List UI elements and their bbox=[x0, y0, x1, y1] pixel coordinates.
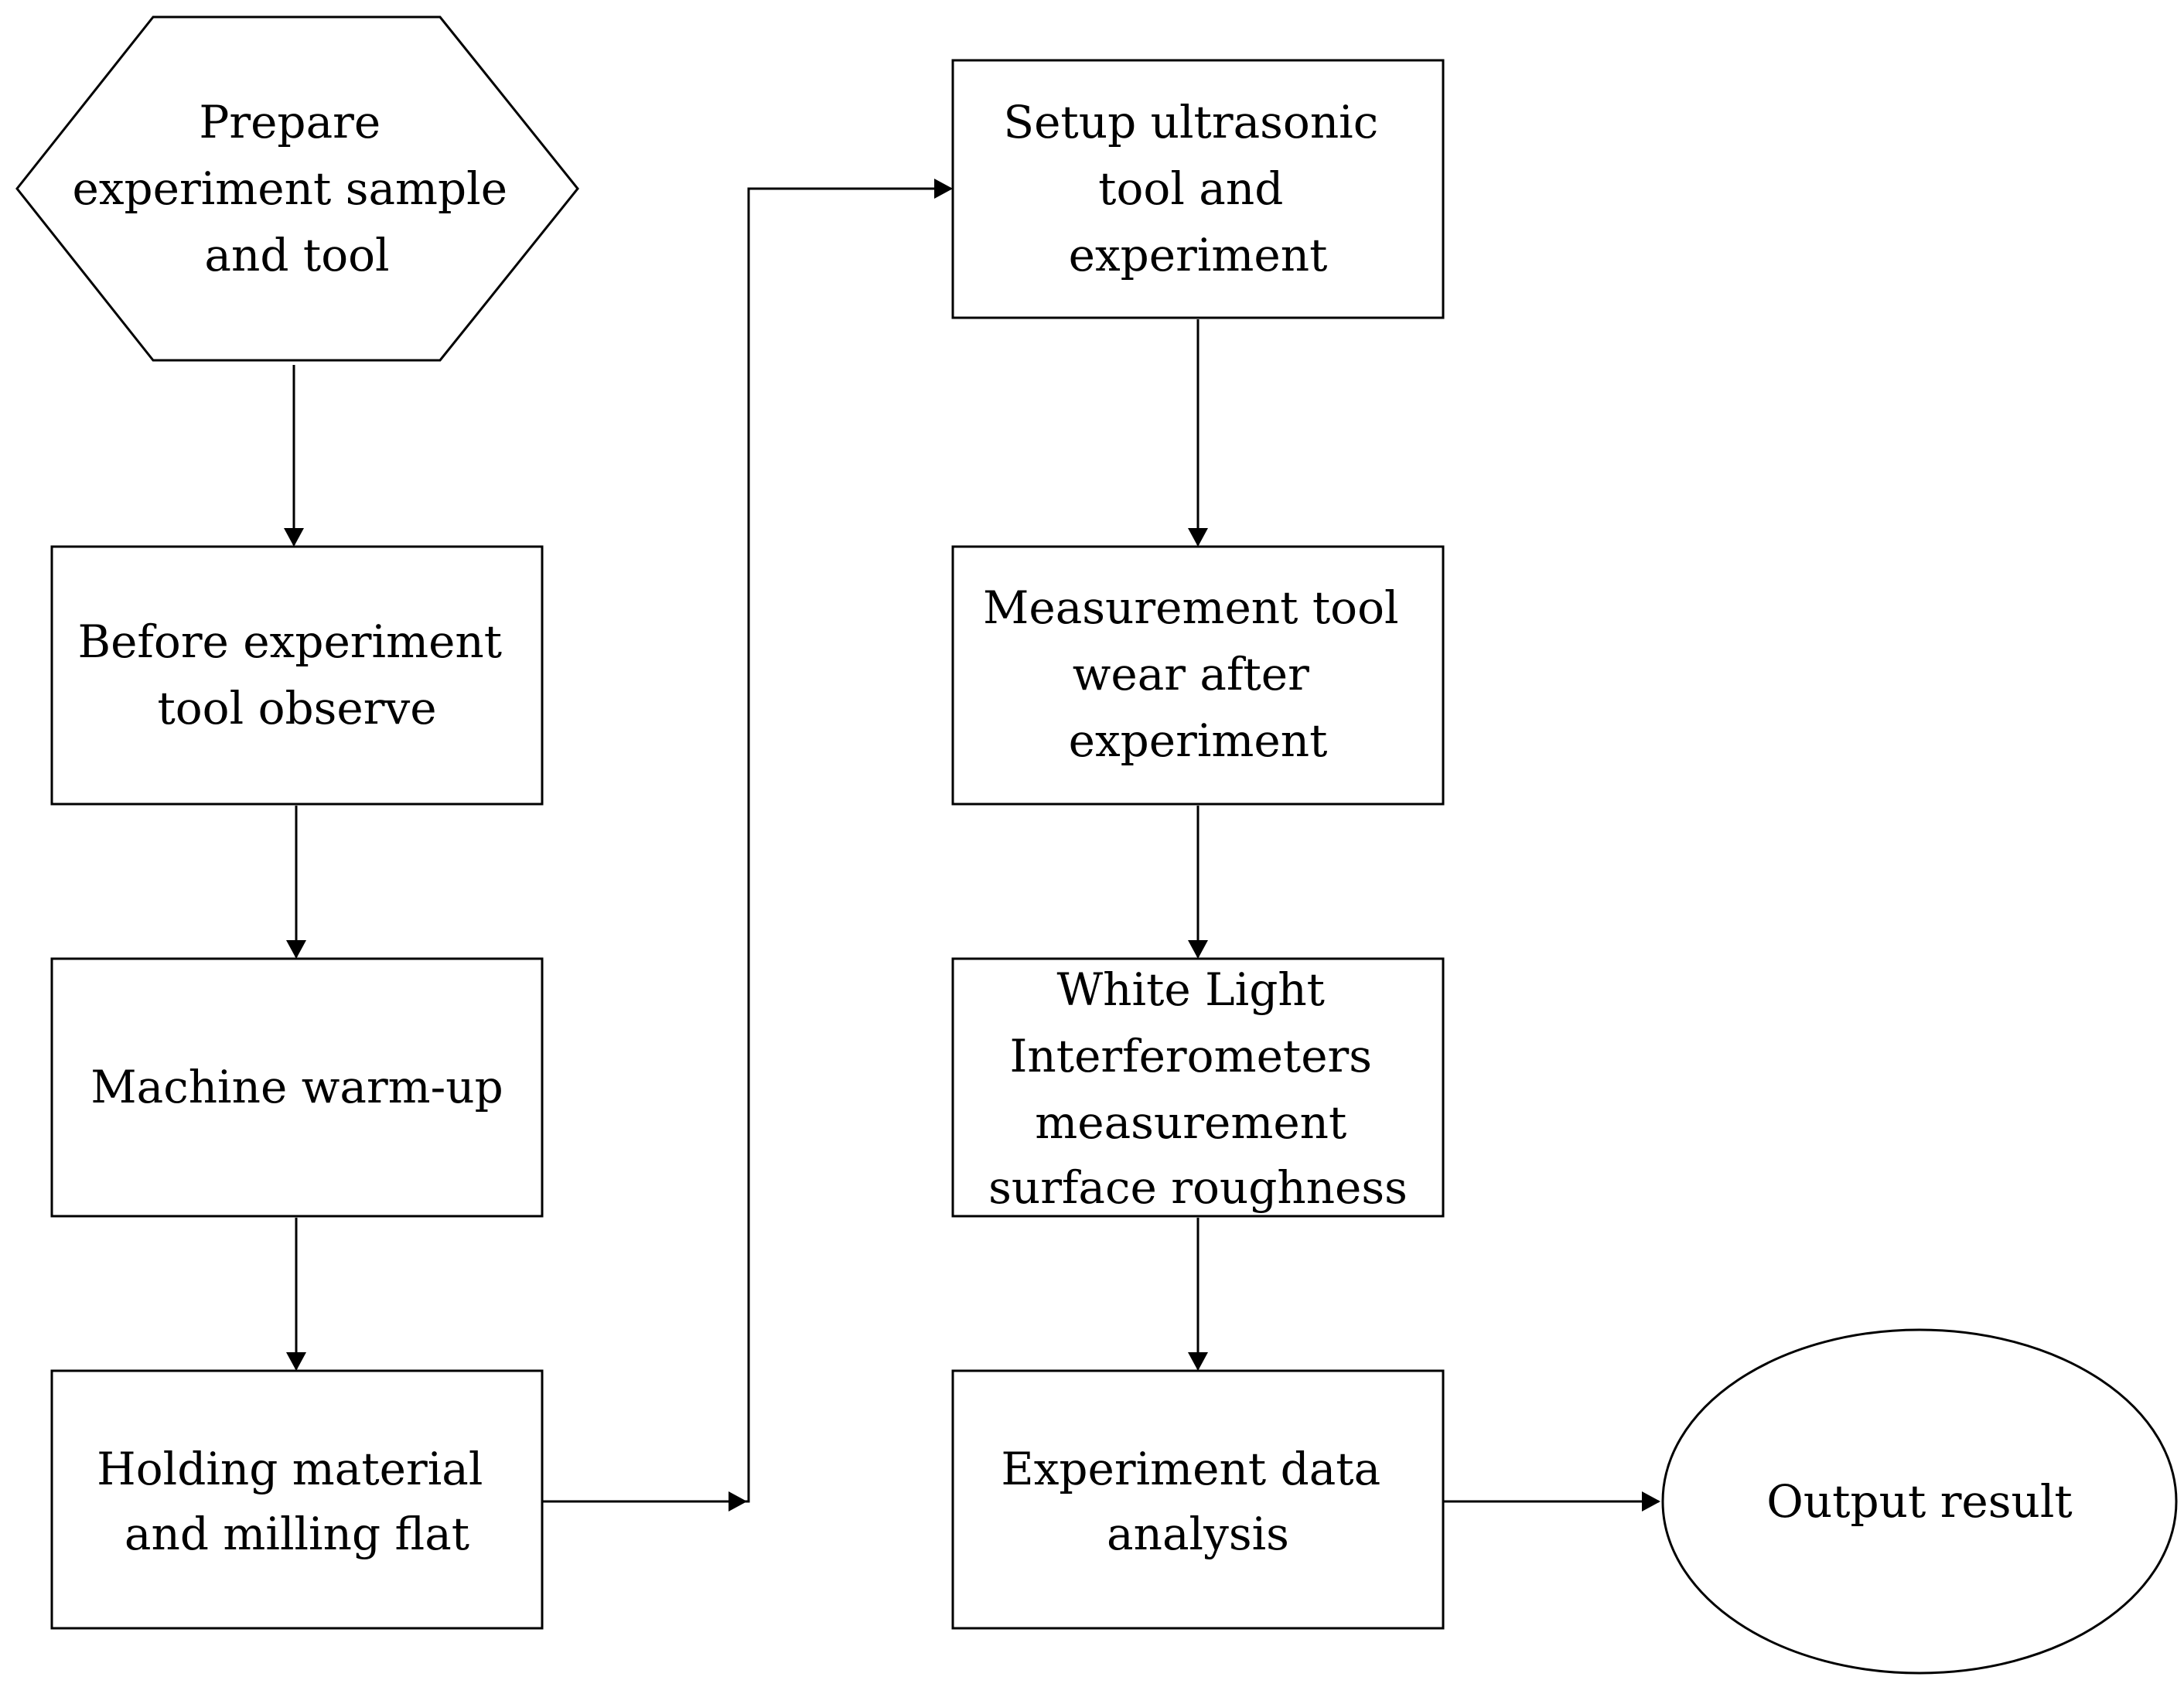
arrowhead-wli bbox=[1188, 940, 1208, 959]
label-analysis: Experiment data analysis bbox=[1001, 1443, 1394, 1560]
label-holding-line: and milling flat bbox=[125, 1508, 469, 1560]
arrowhead-holding bbox=[286, 1352, 306, 1371]
arrowhead-analysis bbox=[1188, 1352, 1208, 1371]
label-before-line: tool observe bbox=[157, 682, 436, 734]
label-analysis-line: analysis bbox=[1107, 1508, 1289, 1560]
label-measure-line: experiment bbox=[1069, 714, 1328, 767]
label-wli-line: White Light bbox=[1057, 963, 1325, 1016]
label-warmup-line: Machine warm-up bbox=[90, 1061, 503, 1113]
labels: Prepare experiment sample and tool Befor… bbox=[73, 96, 2073, 1560]
label-holding: Holding material and milling flat bbox=[97, 1443, 497, 1560]
label-prepare-line: and tool bbox=[204, 229, 389, 281]
label-setup-line: experiment bbox=[1069, 229, 1328, 281]
label-before-line: Before experiment bbox=[77, 615, 502, 668]
arrowhead-before bbox=[284, 528, 304, 547]
label-before: Before experiment tool observe bbox=[77, 615, 516, 734]
label-wli-line: surface roughness bbox=[988, 1161, 1408, 1214]
nodes bbox=[15, 15, 2178, 1675]
label-prepare: Prepare experiment sample and tool bbox=[73, 96, 522, 281]
box-warmup bbox=[50, 957, 544, 1218]
arrowhead-output bbox=[1642, 1491, 1660, 1511]
label-setup-line: Setup ultrasonic bbox=[1003, 96, 1378, 148]
label-wli-line: Interferometers bbox=[1010, 1030, 1373, 1082]
box-measure bbox=[951, 545, 1445, 806]
label-measure: Measurement tool wear after experiment bbox=[983, 581, 1413, 767]
label-wli: White Light Interferometers measurement … bbox=[988, 963, 1408, 1214]
ellipse-output bbox=[1661, 1328, 2178, 1675]
box-analysis bbox=[951, 1369, 1445, 1630]
box-before bbox=[50, 545, 544, 806]
label-warmup: Machine warm-up bbox=[90, 1061, 503, 1113]
box-wli bbox=[951, 957, 1445, 1218]
arrowhead-holding-mid bbox=[729, 1491, 747, 1511]
label-analysis-line: Experiment data bbox=[1001, 1443, 1380, 1495]
label-output-line: Output result bbox=[1766, 1475, 2072, 1528]
arrowhead-setup bbox=[934, 179, 953, 199]
label-measure-line: wear after bbox=[1073, 648, 1309, 700]
arrowhead-warmup bbox=[286, 940, 306, 959]
connectors bbox=[284, 179, 1660, 1511]
label-wli-line: measurement bbox=[1035, 1096, 1346, 1149]
label-setup: Setup ultrasonic tool and experiment bbox=[1003, 96, 1392, 281]
label-prepare-line: experiment sample bbox=[73, 162, 508, 215]
label-setup-line: tool and bbox=[1098, 162, 1283, 215]
label-output: Output result bbox=[1766, 1475, 2072, 1528]
label-holding-line: Holding material bbox=[97, 1443, 483, 1495]
box-setup bbox=[951, 59, 1445, 319]
label-prepare-line: Prepare bbox=[199, 96, 380, 148]
arrow-holding-to-setup bbox=[542, 187, 951, 1503]
arrowhead-measure bbox=[1188, 528, 1208, 547]
box-holding bbox=[50, 1369, 544, 1630]
label-measure-line: Measurement tool bbox=[983, 581, 1399, 634]
hexagon-prepare bbox=[15, 15, 579, 362]
